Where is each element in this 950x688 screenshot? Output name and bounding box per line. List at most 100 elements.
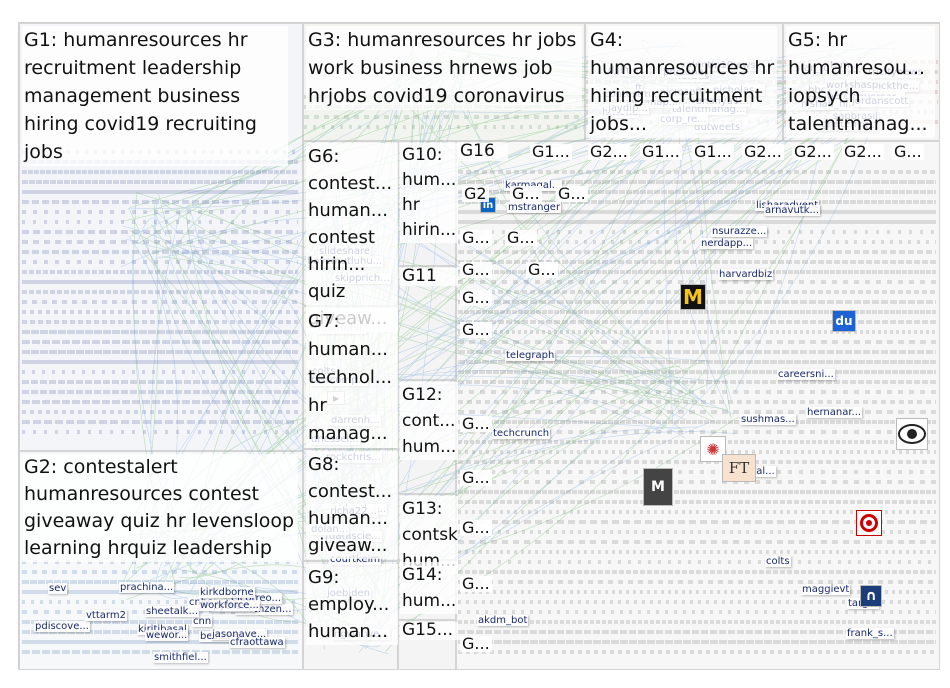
account-node-label: arnavutk... — [764, 205, 820, 216]
node-label-texture-row — [22, 220, 298, 224]
group-label-g3: G3: humanresources hr jobs work business… — [306, 26, 582, 110]
group-label-g14: G14: hum... — [400, 562, 458, 614]
small-group-label: G... — [460, 416, 492, 432]
node-label-texture-row — [458, 410, 936, 414]
small-group-label: G2... — [588, 144, 630, 160]
node-label-texture-row — [458, 650, 936, 654]
account-node-label: workforce... — [199, 600, 260, 611]
node-label-texture-row — [22, 420, 298, 424]
node-label-texture-row — [22, 270, 298, 274]
node-label-texture-row — [458, 330, 936, 334]
node-label-texture-row — [458, 320, 936, 324]
node-label-texture-row — [458, 460, 936, 464]
node-label-texture-row — [458, 610, 936, 614]
node-label-texture-row — [458, 500, 936, 504]
dutweets-logo-icon: du — [832, 310, 856, 332]
small-group-label: G... — [460, 576, 492, 592]
small-group-label: G2... — [792, 144, 834, 160]
account-node-label: sheetalk... — [145, 606, 199, 617]
node-label-texture-row — [458, 310, 936, 314]
account-node-label: cfraottawa — [229, 637, 285, 648]
small-group-label: G... — [556, 186, 588, 202]
node-label-texture-row — [458, 540, 936, 544]
small-group-label: G... — [892, 144, 924, 160]
account-node-label: frank_s... — [846, 628, 894, 639]
node-label-texture-row — [22, 230, 298, 234]
group-label-g16: G16 — [458, 143, 508, 161]
node-label-texture-row — [458, 570, 936, 574]
small-group-label: G... — [526, 262, 558, 278]
small-group-label: G1... — [692, 144, 734, 160]
node-label-texture-row — [22, 400, 298, 404]
group-label-g1: G1: humanresources hr recruitment leader… — [22, 26, 288, 166]
node-label-texture-row — [22, 290, 298, 294]
account-node-label: akdm_bot — [477, 615, 528, 626]
small-group-label: G... — [460, 322, 492, 338]
node-label-texture-row — [458, 560, 936, 564]
small-group-label: G... — [460, 520, 492, 536]
account-node-label: colts — [765, 556, 791, 567]
joebiden-avatar-icon: M — [643, 468, 673, 506]
node-label-texture-row — [22, 280, 298, 284]
ft-logo-icon: FT — [722, 454, 756, 482]
group-label-g12: G12: cont... hum... — [400, 382, 458, 460]
small-group-label: G... — [460, 290, 492, 306]
node-label-texture-row — [22, 170, 298, 174]
cbs-eye-icon — [896, 418, 928, 450]
node-label-texture-row — [304, 125, 584, 129]
node-label-texture-row — [458, 420, 936, 424]
node-label-texture-row — [22, 200, 298, 204]
account-node-label: careersni... — [777, 369, 835, 380]
small-group-label: G... — [460, 230, 492, 246]
node-label-texture-row — [22, 310, 298, 314]
mcdonalds-logo-icon: M — [680, 284, 706, 310]
account-node-label: smithfiel... — [153, 652, 208, 663]
small-group-label: G... — [510, 186, 542, 202]
account-node-label: cnn — [192, 616, 212, 627]
group-label-g5: G5: hr humanresou... iopsych talentmanag… — [786, 26, 935, 138]
node-label-texture-row — [22, 380, 298, 384]
account-node-label: prachina... — [119, 582, 174, 593]
node-label-texture-row — [458, 340, 936, 344]
account-node-label: kirkdborne — [199, 587, 255, 598]
small-group-label: G... — [460, 470, 492, 486]
node-label-texture-row — [458, 470, 936, 474]
node-label-texture-row — [458, 580, 936, 584]
colts-horseshoe-icon: ∩ — [860, 585, 882, 607]
node-label-texture-row — [22, 350, 298, 354]
node-label-texture-row — [22, 180, 298, 184]
group-label-g8: G8: contest... human... giveaw... — [306, 451, 398, 559]
small-group-label: G2... — [742, 144, 784, 160]
node-label-texture-row — [22, 320, 298, 324]
node-label-texture-row — [22, 330, 298, 334]
node-label-texture-row — [22, 260, 298, 264]
account-node-label: techcrunch — [492, 428, 550, 439]
node-label-texture-row — [22, 570, 298, 574]
node-label-texture-row — [458, 490, 936, 494]
account-node-label: nerdapp... — [700, 238, 753, 249]
node-label-texture-row — [458, 480, 936, 484]
small-group-label: G1... — [640, 144, 682, 160]
small-group-label: G... — [460, 636, 492, 652]
node-label-texture-row — [458, 400, 936, 404]
node-label-texture-row — [458, 170, 936, 174]
group-label-g9: G9: employ... human... — [306, 564, 398, 645]
account-node-label: sushmas... — [740, 414, 796, 425]
group-label-g2: G2: contestalert humanresources contest … — [22, 454, 298, 562]
node-label-texture-row — [458, 450, 936, 454]
small-group-label: G2 — [462, 186, 489, 202]
target-logo-icon — [856, 510, 882, 536]
node-label-texture-row — [458, 640, 936, 644]
account-node-label: telegraph — [505, 350, 555, 361]
node-label-texture-row — [22, 300, 298, 304]
group-label-g7: G7: human... technol... hr manag... — [306, 308, 398, 448]
node-label-texture-row — [22, 410, 298, 414]
account-node-label: harvardbiz — [718, 269, 773, 280]
small-group-label: G... — [505, 230, 537, 246]
small-group-label: G... — [460, 262, 492, 278]
node-label-texture-row — [458, 250, 936, 254]
node-label-texture-row — [304, 115, 584, 119]
node-label-texture-row — [458, 380, 936, 384]
node-label-texture-row — [458, 390, 936, 394]
